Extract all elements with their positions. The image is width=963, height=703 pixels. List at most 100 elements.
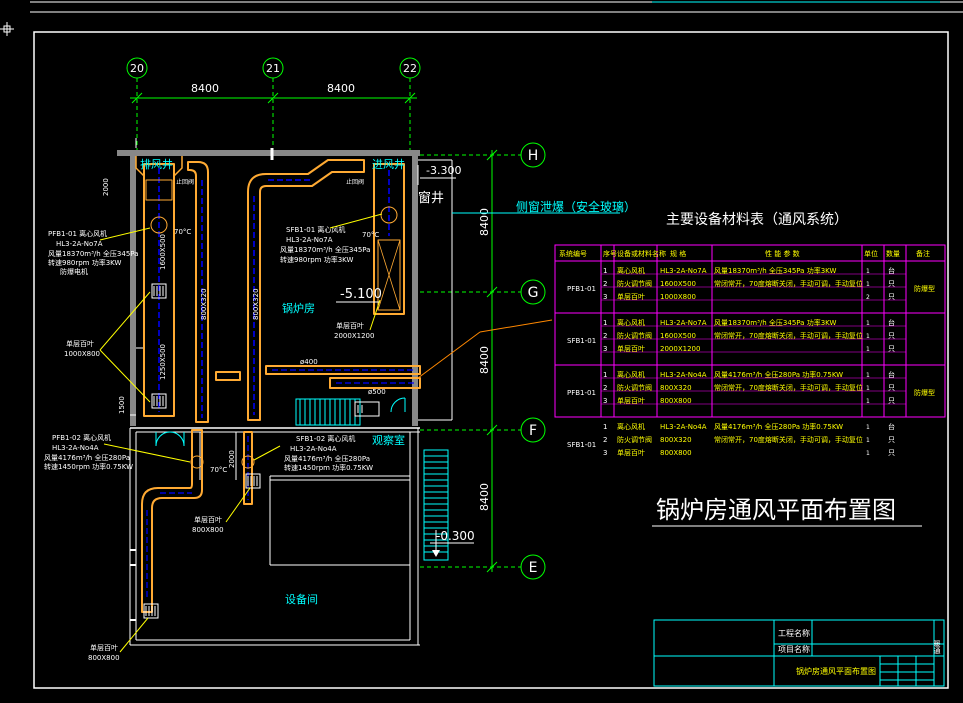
table-cell: 防火调节阀 bbox=[617, 435, 652, 444]
room-window-well: 窗井 bbox=[418, 190, 444, 206]
table-system-id: PFB1-01 bbox=[567, 285, 596, 293]
table-cell: 2 bbox=[603, 332, 607, 340]
grid-axes: 20 21 22 8400 8400 H G F E 8400 8400 840 bbox=[126, 57, 546, 580]
table-system-id: SFB1-01 bbox=[567, 337, 596, 345]
table-cell: 台 bbox=[888, 422, 895, 431]
grid-label-row-H: H bbox=[528, 148, 539, 164]
svg-text:转速1450rpm 功率0.75KW: 转速1450rpm 功率0.75KW bbox=[44, 462, 133, 471]
table-cell: 1 bbox=[866, 268, 870, 275]
table-cell: 1 bbox=[603, 423, 607, 431]
title-block-side-label: 暖通 bbox=[933, 640, 941, 655]
table-cell: 1600X500 bbox=[660, 280, 696, 288]
callout-louver-3: 单层百叶 800X800 bbox=[192, 487, 251, 534]
table-note: 防爆型 bbox=[914, 388, 935, 397]
table-grid bbox=[554, 244, 946, 418]
svg-text:设备或材料名称: 设备或材料名称 bbox=[617, 249, 666, 258]
table-cell: 常闭常开，70度熔断关闭，手动可调，手动复位 bbox=[714, 331, 863, 340]
callout-sfb1-02: SFB1-02 离心风机 HL3-2A-No4A 风量4176m³/h 全压28… bbox=[253, 434, 373, 472]
cad-top-bar bbox=[0, 1, 963, 36]
grid-label-col-20: 20 bbox=[130, 62, 144, 75]
table-cell: 2000X1200 bbox=[660, 345, 700, 353]
fire-damper-temp-3: 70°C bbox=[210, 466, 227, 474]
table-cell: 常闭常开，70度熔断关闭，手动可调，手动复位 bbox=[714, 279, 863, 288]
table-cell: 1 bbox=[603, 267, 607, 275]
svg-text:风量18370m³/h 全压345Pa: 风量18370m³/h 全压345Pa bbox=[280, 245, 370, 254]
svg-text:序号: 序号 bbox=[603, 249, 617, 258]
table-cell: 风量4176m³/h 全压280Pa 功率0.75KW bbox=[714, 422, 843, 431]
table-cell: 1 bbox=[603, 371, 607, 379]
table-cell: 离心风机 bbox=[617, 318, 645, 327]
svg-text:单层百叶: 单层百叶 bbox=[194, 515, 222, 524]
table-cell: 1000X800 bbox=[660, 293, 696, 301]
stairs-lower bbox=[423, 449, 449, 561]
callout-pfb1-01: PFB1-01 离心风机 HL3-2A-No7A 风量18370m³/h 全压3… bbox=[48, 227, 151, 276]
table-cell: 离心风机 bbox=[617, 370, 645, 379]
level-lower: -0.300 bbox=[436, 529, 475, 543]
table-cell: 1 bbox=[866, 372, 870, 379]
fire-damper-temp-2: 70°C bbox=[362, 231, 379, 239]
table-cell: 1 bbox=[866, 385, 870, 392]
svg-text:HL3-2A-No4A: HL3-2A-No4A bbox=[52, 444, 99, 452]
duct-1250x500: 1250X500 bbox=[159, 344, 167, 380]
equipment-table: 主要设备材料表（通风系统） 系统编号 序号 bbox=[554, 211, 946, 457]
svg-text:2000X1200: 2000X1200 bbox=[334, 332, 374, 340]
table-cell: 单层百叶 bbox=[617, 292, 645, 301]
side-window-note: 侧窗泄爆（安全玻璃） bbox=[516, 199, 636, 214]
plan-labels: 排风井 进风井 窗井 -3.300 锅炉房 -5.100 观察室 设备间 -0.… bbox=[44, 157, 636, 662]
table-cell: 800X800 bbox=[660, 449, 692, 457]
svg-text:备注: 备注 bbox=[916, 249, 930, 258]
svg-text:风量18370m³/h 全压345Pa: 风量18370m³/h 全压345Pa bbox=[48, 249, 138, 258]
row-dim-3: 8400 bbox=[478, 483, 491, 511]
table-cell: 800X800 bbox=[660, 397, 692, 405]
svg-text:HL3-2A-No7A: HL3-2A-No7A bbox=[286, 236, 333, 244]
table-cell: 台 bbox=[888, 318, 895, 327]
grid-label-row-G: G bbox=[528, 285, 539, 301]
drawing-title: 锅炉房通风平面布置图 bbox=[656, 496, 896, 524]
table-cell: 防火调节阀 bbox=[617, 279, 652, 288]
table-cell: 2 bbox=[603, 436, 607, 444]
table-cell: 台 bbox=[888, 370, 895, 379]
svg-text:800X800: 800X800 bbox=[192, 526, 224, 534]
table-cell: 只 bbox=[888, 449, 895, 457]
duct-400-label: ø400 bbox=[300, 358, 318, 366]
table-body: PFB1-01 防爆型 1 离心风机 HL3-2A-No7A 风量18370m³/h 全压… bbox=[567, 266, 935, 457]
table-cell: 风量4176m³/h 全压280Pa 功率0.75KW bbox=[714, 370, 843, 379]
project-label: 工程名称 bbox=[778, 628, 810, 638]
table-cell: 只 bbox=[888, 436, 895, 444]
table-cell: 只 bbox=[888, 280, 895, 288]
room-boiler: 锅炉房 bbox=[282, 302, 315, 315]
table-cell: 防火调节阀 bbox=[617, 383, 652, 392]
svg-text:HL3-2A-No4A: HL3-2A-No4A bbox=[290, 445, 337, 453]
table-title: 主要设备材料表（通风系统） bbox=[666, 211, 848, 228]
table-cell: 风量18370m³/h 全压345Pa 功率3KW bbox=[714, 318, 836, 327]
check-valve-a: 止回阀 bbox=[176, 178, 194, 186]
table-cell: 1 bbox=[866, 398, 870, 405]
dim-1500: 1500 bbox=[118, 396, 126, 414]
table-note: 防爆型 bbox=[914, 284, 935, 293]
table-cell: HL3-2A-No7A bbox=[660, 319, 707, 327]
table-cell: 只 bbox=[888, 397, 895, 405]
callout-pfb1-02: PFB1-02 离心风机 HL3-2A-No4A 风量4176m³/h 全压28… bbox=[44, 433, 191, 471]
table-cell: 只 bbox=[888, 293, 895, 301]
duct-network bbox=[135, 156, 421, 613]
table-cell: 1 bbox=[866, 424, 870, 431]
svg-text:转速980rpm 功率3KW: 转速980rpm 功率3KW bbox=[48, 258, 122, 267]
fire-damper-temp-1: 70°C bbox=[174, 228, 191, 236]
table-cell: 3 bbox=[603, 449, 607, 457]
table-cell: 常闭常开，70度熔断关闭，手动可调，手动复位 bbox=[714, 383, 863, 392]
grid-label-col-21: 21 bbox=[266, 62, 280, 75]
table-cell: 1 bbox=[866, 346, 870, 353]
svg-text:防爆电机: 防爆电机 bbox=[60, 267, 88, 276]
svg-text:800X800: 800X800 bbox=[88, 654, 120, 662]
table-cell: 3 bbox=[603, 397, 607, 405]
table-grid-inner bbox=[601, 273, 906, 405]
table-cell: HL3-2A-No4A bbox=[660, 371, 707, 379]
table-cell: 防火调节阀 bbox=[617, 331, 652, 340]
table-cell: 1 bbox=[603, 319, 607, 327]
callout-louver-1: 单层百叶 1000X800 bbox=[64, 291, 151, 403]
grid-label-row-E: E bbox=[529, 560, 538, 576]
svg-text:单层百叶: 单层百叶 bbox=[66, 339, 94, 348]
table-cell: 800X320 bbox=[660, 436, 692, 444]
svg-text:HL3-2A-No7A: HL3-2A-No7A bbox=[56, 240, 103, 248]
